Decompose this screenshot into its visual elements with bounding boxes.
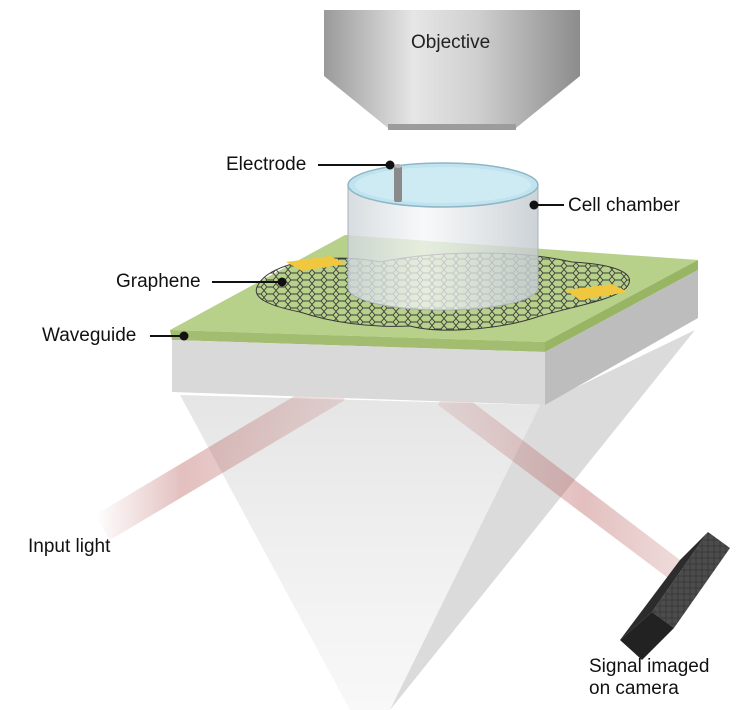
cell-chamber-label: Cell chamber (568, 195, 680, 216)
signal-label-line1: Signal imaged (589, 656, 710, 677)
electrode (394, 164, 402, 202)
objective-lens (324, 10, 580, 130)
objective-label: Objective (411, 32, 491, 53)
signal-label-line2: on camera (589, 678, 679, 699)
cell-chamber (347, 162, 539, 311)
leader-lines (150, 164, 564, 337)
waveguide-label: Waveguide (42, 325, 137, 346)
gold-contact-left (286, 256, 346, 271)
graphene-label: Graphene (116, 271, 201, 292)
input-light-beam (95, 375, 345, 540)
leader-dots (179, 160, 539, 341)
gold-contact-right (565, 284, 628, 300)
input-light-label: Input light (28, 536, 111, 557)
ccd-camera (620, 532, 730, 660)
electrode-label: Electrode (226, 154, 307, 175)
output-light-beam (438, 385, 680, 578)
prism (180, 330, 695, 710)
